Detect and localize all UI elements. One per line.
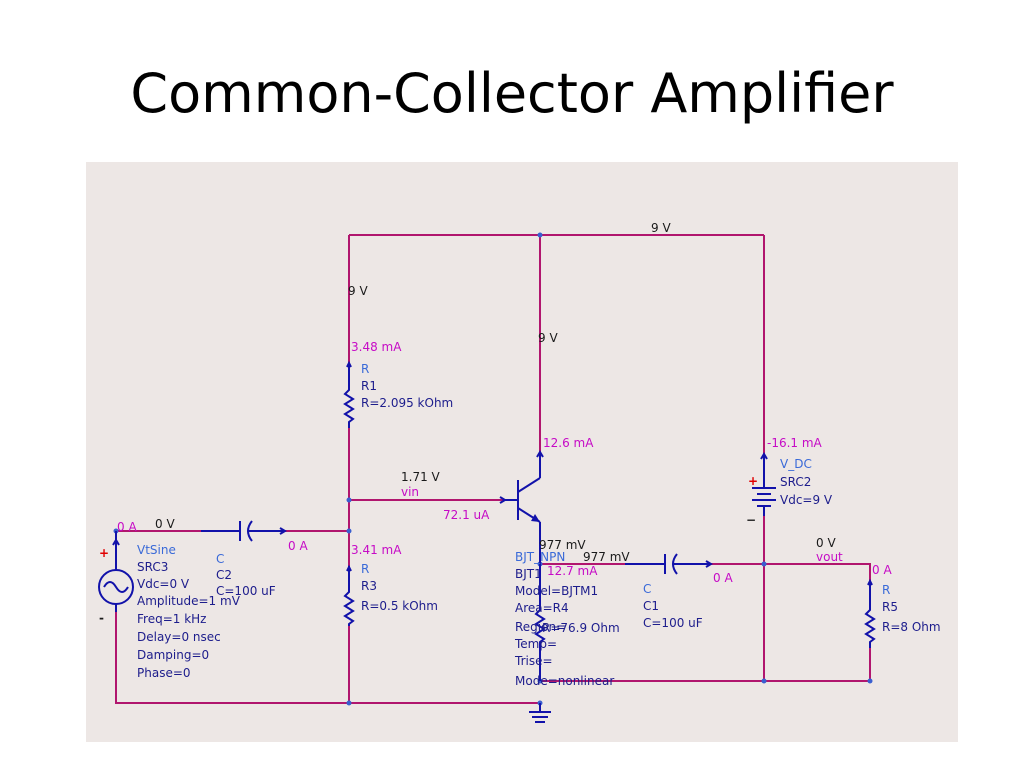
r3-value-label: R=0.5 kOhm — [361, 599, 438, 613]
vsine-param-1: Vdc=0 V — [137, 577, 190, 591]
r1-value-label: R=2.095 kOhm — [361, 396, 453, 410]
c2-name-label: C2 — [216, 568, 232, 582]
r5-current-label: 0 A — [872, 563, 892, 577]
r1-type-label: R — [361, 362, 369, 376]
resistor-r1[interactable]: 3.48 mA R R1 R=2.095 kOhm — [343, 340, 453, 428]
r5-name-label: R5 — [882, 600, 898, 614]
node-base-name: vin — [401, 485, 419, 499]
resistor-r3[interactable]: 3.41 mA R R3 R=0.5 kOhm — [343, 543, 438, 626]
node-collector-voltage: 9 V — [538, 331, 558, 345]
base-current-label: 72.1 uA — [443, 508, 490, 522]
vsine-param-2: Amplitude=1 mV — [137, 594, 241, 608]
wire-c1-to-out — [710, 563, 871, 582]
c2-type-label: C — [216, 552, 224, 566]
vsine-plus-sign: + — [99, 546, 109, 560]
dc-voltage-source[interactable]: + − -16.1 mA V_DC SRC2 Vdc=9 V — [746, 436, 833, 527]
r3-type-label: R — [361, 562, 369, 576]
c1-type-label: C — [643, 582, 651, 596]
resistor-r4[interactable]: R=76.9 Ohm — [534, 564, 620, 681]
node-r1-top-voltage: 9 V — [348, 284, 368, 298]
bjt-param-2: Area=R4 — [515, 601, 569, 615]
bjt-param-3: Region= — [515, 620, 566, 634]
bjt-name-label: BJT1 — [515, 567, 542, 581]
bjt-param-4: Temp= — [514, 637, 557, 651]
sine-voltage-source[interactable]: + - 0 A VtSine SRC3 Vdc=0 V Amplitude=1 … — [98, 520, 241, 680]
r3-name-label: R3 — [361, 579, 377, 593]
vdc-type-label: V_DC — [780, 457, 812, 471]
c1-value-label: C=100 uF — [643, 616, 703, 630]
c2-current-label: 0 A — [288, 539, 308, 553]
r1-current-label: 3.48 mA — [351, 340, 402, 354]
bjt-param-1: Model=BJTM1 — [515, 584, 598, 598]
vsine-type-label: VtSine — [137, 543, 176, 557]
vdc-name-label: SRC2 — [780, 475, 811, 489]
node-out-voltage: 0 V — [816, 536, 836, 550]
vsine-param-5: Damping=0 — [137, 648, 209, 662]
node-base-voltage: 1.71 V — [401, 470, 441, 484]
slide-title: Common-Collector Amplifier — [130, 62, 894, 125]
node-src-voltage: 0 V — [155, 517, 175, 531]
capacitor-c1[interactable]: 0 A C C1 C=100 uF — [625, 553, 733, 630]
vdc-value-label: Vdc=9 V — [780, 493, 833, 507]
vdc-current-label: -16.1 mA — [767, 436, 823, 450]
vsine-param-3: Freq=1 kHz — [137, 612, 206, 626]
bjt-param-6: Mode=nonlinear — [515, 674, 614, 688]
junction-dots — [113, 232, 873, 706]
bjt-param-5: Trise= — [514, 654, 553, 668]
emitter-voltage-label: 977 mV — [539, 538, 586, 552]
r3-current-label: 3.41 mA — [351, 543, 402, 557]
bjt-transistor[interactable]: 12.6 mA 72.1 uA BJT_NPN BJT1 Model=BJTM1… — [443, 436, 614, 688]
r5-type-label: R — [882, 583, 890, 597]
vdc-plus-sign: + — [748, 474, 758, 488]
r4-value-label: R=76.9 Ohm — [542, 621, 620, 635]
r5-value-label: R=8 Ohm — [882, 620, 941, 634]
r1-name-label: R1 — [361, 379, 377, 393]
src3-current-label: 0 A — [117, 520, 137, 534]
vsine-param-4: Delay=0 nsec — [137, 630, 221, 644]
node-out-name: vout — [816, 550, 843, 564]
emitter-arrow-icon — [531, 514, 540, 522]
bjt-type-label: BJT_NPN — [515, 550, 565, 564]
c1-current-label: 0 A — [713, 571, 733, 585]
c2-value-label: C=100 uF — [216, 584, 276, 598]
vsine-minus-sign: - — [99, 611, 104, 625]
wires — [115, 234, 871, 704]
node-vcc-voltage: 9 V — [651, 221, 671, 235]
wire-bottom-left — [115, 606, 540, 704]
collector-current-label: 12.6 mA — [543, 436, 594, 450]
capacitor-c2[interactable]: 0 A C C2 C=100 uF — [201, 520, 308, 598]
emitter-current-label: 12.7 mA — [547, 564, 598, 578]
emitter-voltage-label-2: 977 mV — [583, 550, 630, 564]
vdc-minus-sign: − — [746, 513, 756, 527]
c1-name-label: C1 — [643, 599, 659, 613]
vsine-name-label: SRC3 — [137, 560, 168, 574]
resistor-r5[interactable]: 0 A R R5 R=8 Ohm — [864, 563, 941, 648]
vsine-param-6: Phase=0 — [137, 666, 191, 680]
schematic-canvas: 3.48 mA R R1 R=2.095 kOhm 3.41 mA R R3 R… — [86, 162, 958, 742]
ground-icon — [529, 703, 551, 723]
schematic-diagram: 3.48 mA R R1 R=2.095 kOhm 3.41 mA R R3 R… — [98, 221, 941, 723]
